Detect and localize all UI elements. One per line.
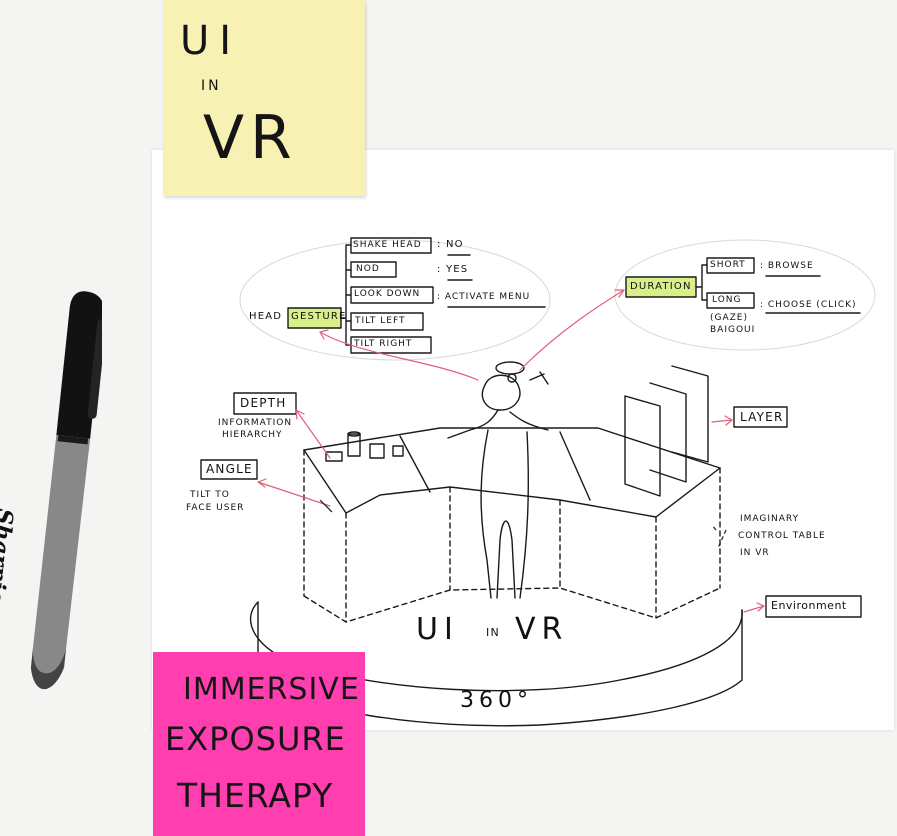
arrow-angle bbox=[257, 481, 331, 507]
duration-long: LONG bbox=[712, 295, 742, 305]
angle-note2: FACE USER bbox=[186, 503, 245, 513]
depth-note2: HIERARCHY bbox=[222, 430, 283, 440]
depth-label: DEPTH bbox=[240, 396, 287, 410]
arrow-layer bbox=[711, 419, 733, 423]
yellow-note-line2: IN bbox=[201, 78, 222, 94]
pink-note-line1: IMMERSIVE bbox=[183, 672, 360, 707]
arrow-duration bbox=[519, 289, 625, 371]
stage-ring bbox=[249, 601, 743, 692]
table-note-line2: CONTROL TABLE bbox=[738, 531, 826, 541]
meaning-no: : NO bbox=[437, 239, 464, 250]
pink-note-line2: EXPOSURE bbox=[165, 720, 346, 758]
yellow-sticky-note: UI IN VR bbox=[163, 0, 365, 196]
layer-label: LAYER bbox=[740, 410, 784, 424]
gesture-shake-head: SHAKE HEAD bbox=[353, 240, 422, 250]
duration-label: DURATION bbox=[630, 281, 692, 292]
meaning-activate-menu: : ACTIVATE MENU bbox=[437, 292, 531, 302]
gesture-look-down: LOOK DOWN bbox=[354, 289, 421, 299]
gaze-note2: BAIGOUI bbox=[710, 325, 756, 335]
yellow-note-line3: VR bbox=[203, 103, 298, 173]
pink-sticky-note: IMMERSIVE EXPOSURE THERAPY bbox=[153, 652, 365, 836]
gesture-nod: NOD bbox=[356, 264, 380, 274]
meaning-browse: : BROWSE bbox=[760, 261, 814, 271]
floor-degrees: 360° bbox=[460, 688, 533, 713]
angle-label: ANGLE bbox=[206, 462, 253, 476]
duration-short: SHORT bbox=[710, 260, 746, 270]
head-label: HEAD bbox=[249, 311, 283, 322]
pencil-cloud-left bbox=[239, 239, 551, 361]
meaning-choose: : CHOOSE (CLICK) bbox=[760, 300, 857, 310]
floor-title-vr: VR bbox=[515, 612, 569, 647]
pink-note-line3: THERAPY bbox=[177, 776, 334, 815]
gesture-tilt-left: TILT LEFT bbox=[355, 316, 406, 326]
meaning-yes: : YES bbox=[437, 264, 469, 275]
environment-label: Environment bbox=[771, 599, 847, 612]
table-note-line1: IMAGINARY bbox=[740, 514, 800, 524]
gesture-tilt-right: TILT RIGHT bbox=[354, 339, 413, 349]
yellow-note-line1: UI bbox=[180, 18, 242, 64]
arrow-environment bbox=[743, 605, 765, 613]
gaze-note: (GAZE) bbox=[710, 313, 749, 323]
table-note-line3: IN VR bbox=[740, 548, 770, 558]
person-figure bbox=[481, 374, 521, 411]
arrow-gesture bbox=[319, 331, 479, 381]
sharpie-marker bbox=[30, 291, 102, 690]
paper-sheet bbox=[152, 150, 894, 730]
gesture-label: GESTURE bbox=[291, 311, 347, 322]
arrow-depth bbox=[295, 409, 331, 459]
floor-title-ui: UI bbox=[416, 612, 459, 647]
depth-note1: INFORMATION bbox=[218, 418, 293, 428]
floor-title-in: IN bbox=[486, 626, 500, 639]
angle-note1: TILT TO bbox=[190, 490, 230, 500]
control-table bbox=[303, 427, 721, 518]
